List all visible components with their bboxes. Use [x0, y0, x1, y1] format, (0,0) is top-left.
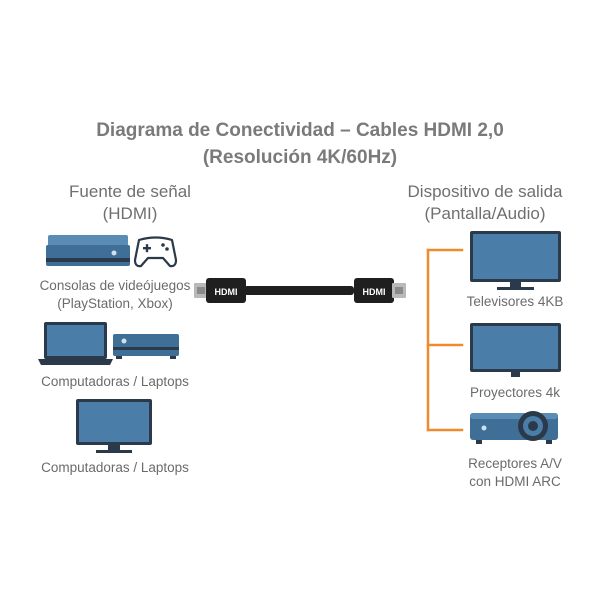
- output-heading-line2: (Pantalla/Audio): [424, 204, 546, 223]
- source-heading-line2: (HDMI): [102, 204, 158, 223]
- right-connector-label: HDMI: [363, 287, 386, 297]
- hdmi-cable: HDMI HDMI: [194, 278, 406, 303]
- output-heading-line1: Dispositivo de salida: [407, 182, 563, 201]
- output-bracket: [426, 248, 464, 432]
- source-label-laptop: Computadoras / Laptops: [41, 374, 189, 389]
- projector-icon: [470, 411, 558, 444]
- laptop-desktop-icon: [38, 322, 179, 365]
- output-label-tv: Televisores 4KB: [466, 294, 564, 309]
- game-console-icon: [46, 235, 178, 268]
- right-hdmi-connector: [354, 278, 406, 303]
- source-label-monitor: Computadoras / Laptops: [41, 460, 189, 475]
- output-label-display: Proyectores 4k: [469, 385, 561, 400]
- source-label-console-line2: (PlayStation, Xbox): [57, 296, 173, 311]
- tv-icon: [470, 231, 561, 290]
- left-connector-label: HDMI: [215, 287, 238, 297]
- diagram-title-line1: Diagrama de Conectividad – Cables HDMI 2…: [96, 120, 504, 141]
- source-label-console-line1: Consolas de videójuegos: [39, 278, 191, 293]
- source-heading-line1: Fuente de señal: [69, 182, 191, 201]
- left-hdmi-connector: [194, 278, 246, 303]
- display-icon: [470, 323, 561, 377]
- output-label-receiver-line1: Receptores A/V: [468, 456, 562, 471]
- output-label-receiver-line2: con HDMI ARC: [469, 474, 561, 489]
- diagram-title-line2: (Resolución 4K/60Hz): [202, 147, 398, 168]
- monitor-icon: [76, 399, 152, 453]
